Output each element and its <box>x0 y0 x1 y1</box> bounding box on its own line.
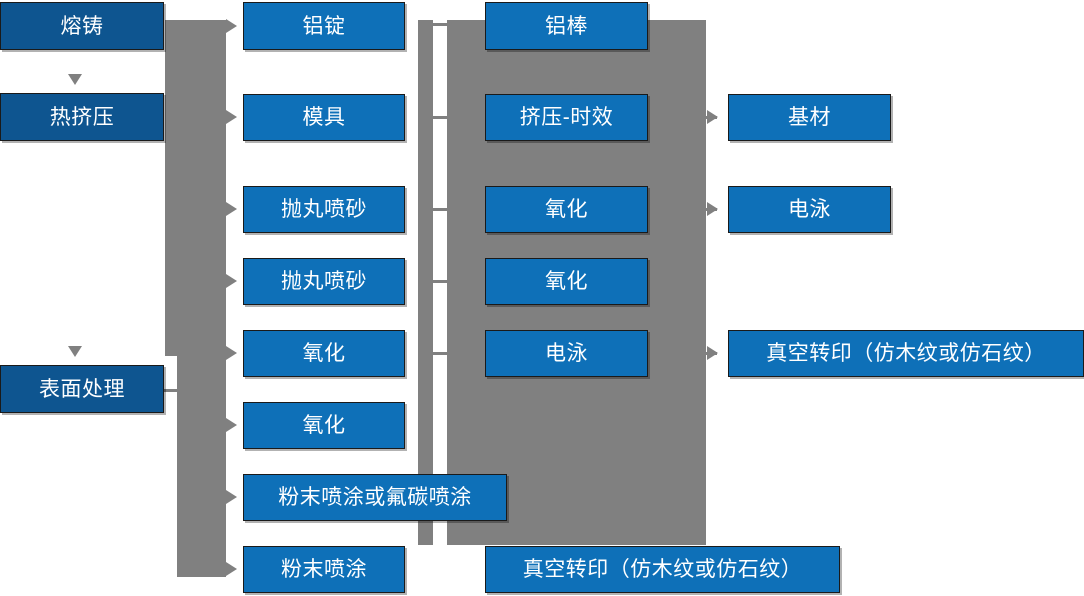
node-p5[interactable]: 电泳 <box>485 330 648 377</box>
node-o2[interactable]: 电泳 <box>728 186 891 233</box>
connector-stage-link <box>164 389 179 392</box>
arrow-right-icon-m6 <box>226 418 237 432</box>
arrow-right-icon-o2 <box>707 202 718 216</box>
arrow-right-icon-o1 <box>707 110 718 124</box>
node-p2[interactable]: 挤压-时效 <box>485 94 648 141</box>
arrow-down-icon-stage-1 <box>68 74 82 85</box>
arrow-right-icon-m8 <box>226 562 237 576</box>
node-m4[interactable]: 抛丸喷砂 <box>243 258 405 305</box>
connector-tick-4 <box>432 280 448 283</box>
node-o1[interactable]: 基材 <box>728 94 891 141</box>
arrow-right-icon-m1 <box>226 19 237 33</box>
node-s2[interactable]: 热挤压 <box>0 93 164 141</box>
connector-bar-middle <box>418 20 433 545</box>
node-s1[interactable]: 熔铸 <box>0 2 164 50</box>
node-m3[interactable]: 抛丸喷砂 <box>243 186 405 233</box>
node-m6[interactable]: 氧化 <box>243 402 405 449</box>
connector-tick-1 <box>432 23 448 26</box>
node-m5[interactable]: 氧化 <box>243 330 405 377</box>
arrow-right-icon-o3 <box>707 346 718 360</box>
node-m8[interactable]: 粉末喷涂 <box>243 546 405 593</box>
arrow-right-icon-m5 <box>226 346 237 360</box>
connector-tick-3 <box>432 208 448 211</box>
connector-slab-left-lower <box>177 356 226 577</box>
node-o3[interactable]: 真空转印（仿木纹或仿石纹） <box>728 330 1084 377</box>
connector-tick-5 <box>432 352 448 355</box>
node-m2[interactable]: 模具 <box>243 94 405 141</box>
node-p6[interactable]: 真空转印（仿木纹或仿石纹） <box>485 546 840 593</box>
arrow-right-icon-m3 <box>226 202 237 216</box>
node-p3[interactable]: 氧化 <box>485 186 648 233</box>
arrow-down-icon-stage-2 <box>68 346 82 357</box>
node-m7[interactable]: 粉末喷涂或氟碳喷涂 <box>243 474 507 521</box>
node-s3[interactable]: 表面处理 <box>0 365 164 413</box>
node-p4[interactable]: 氧化 <box>485 258 648 305</box>
arrow-right-icon-m7 <box>226 490 237 504</box>
arrow-right-icon-m4 <box>226 274 237 288</box>
node-p1[interactable]: 铝棒 <box>485 2 648 50</box>
connector-tick-2 <box>432 116 448 119</box>
node-m1[interactable]: 铝锭 <box>243 2 405 50</box>
connector-slab-left-upper <box>165 20 226 356</box>
arrow-right-icon-m2 <box>226 110 237 124</box>
